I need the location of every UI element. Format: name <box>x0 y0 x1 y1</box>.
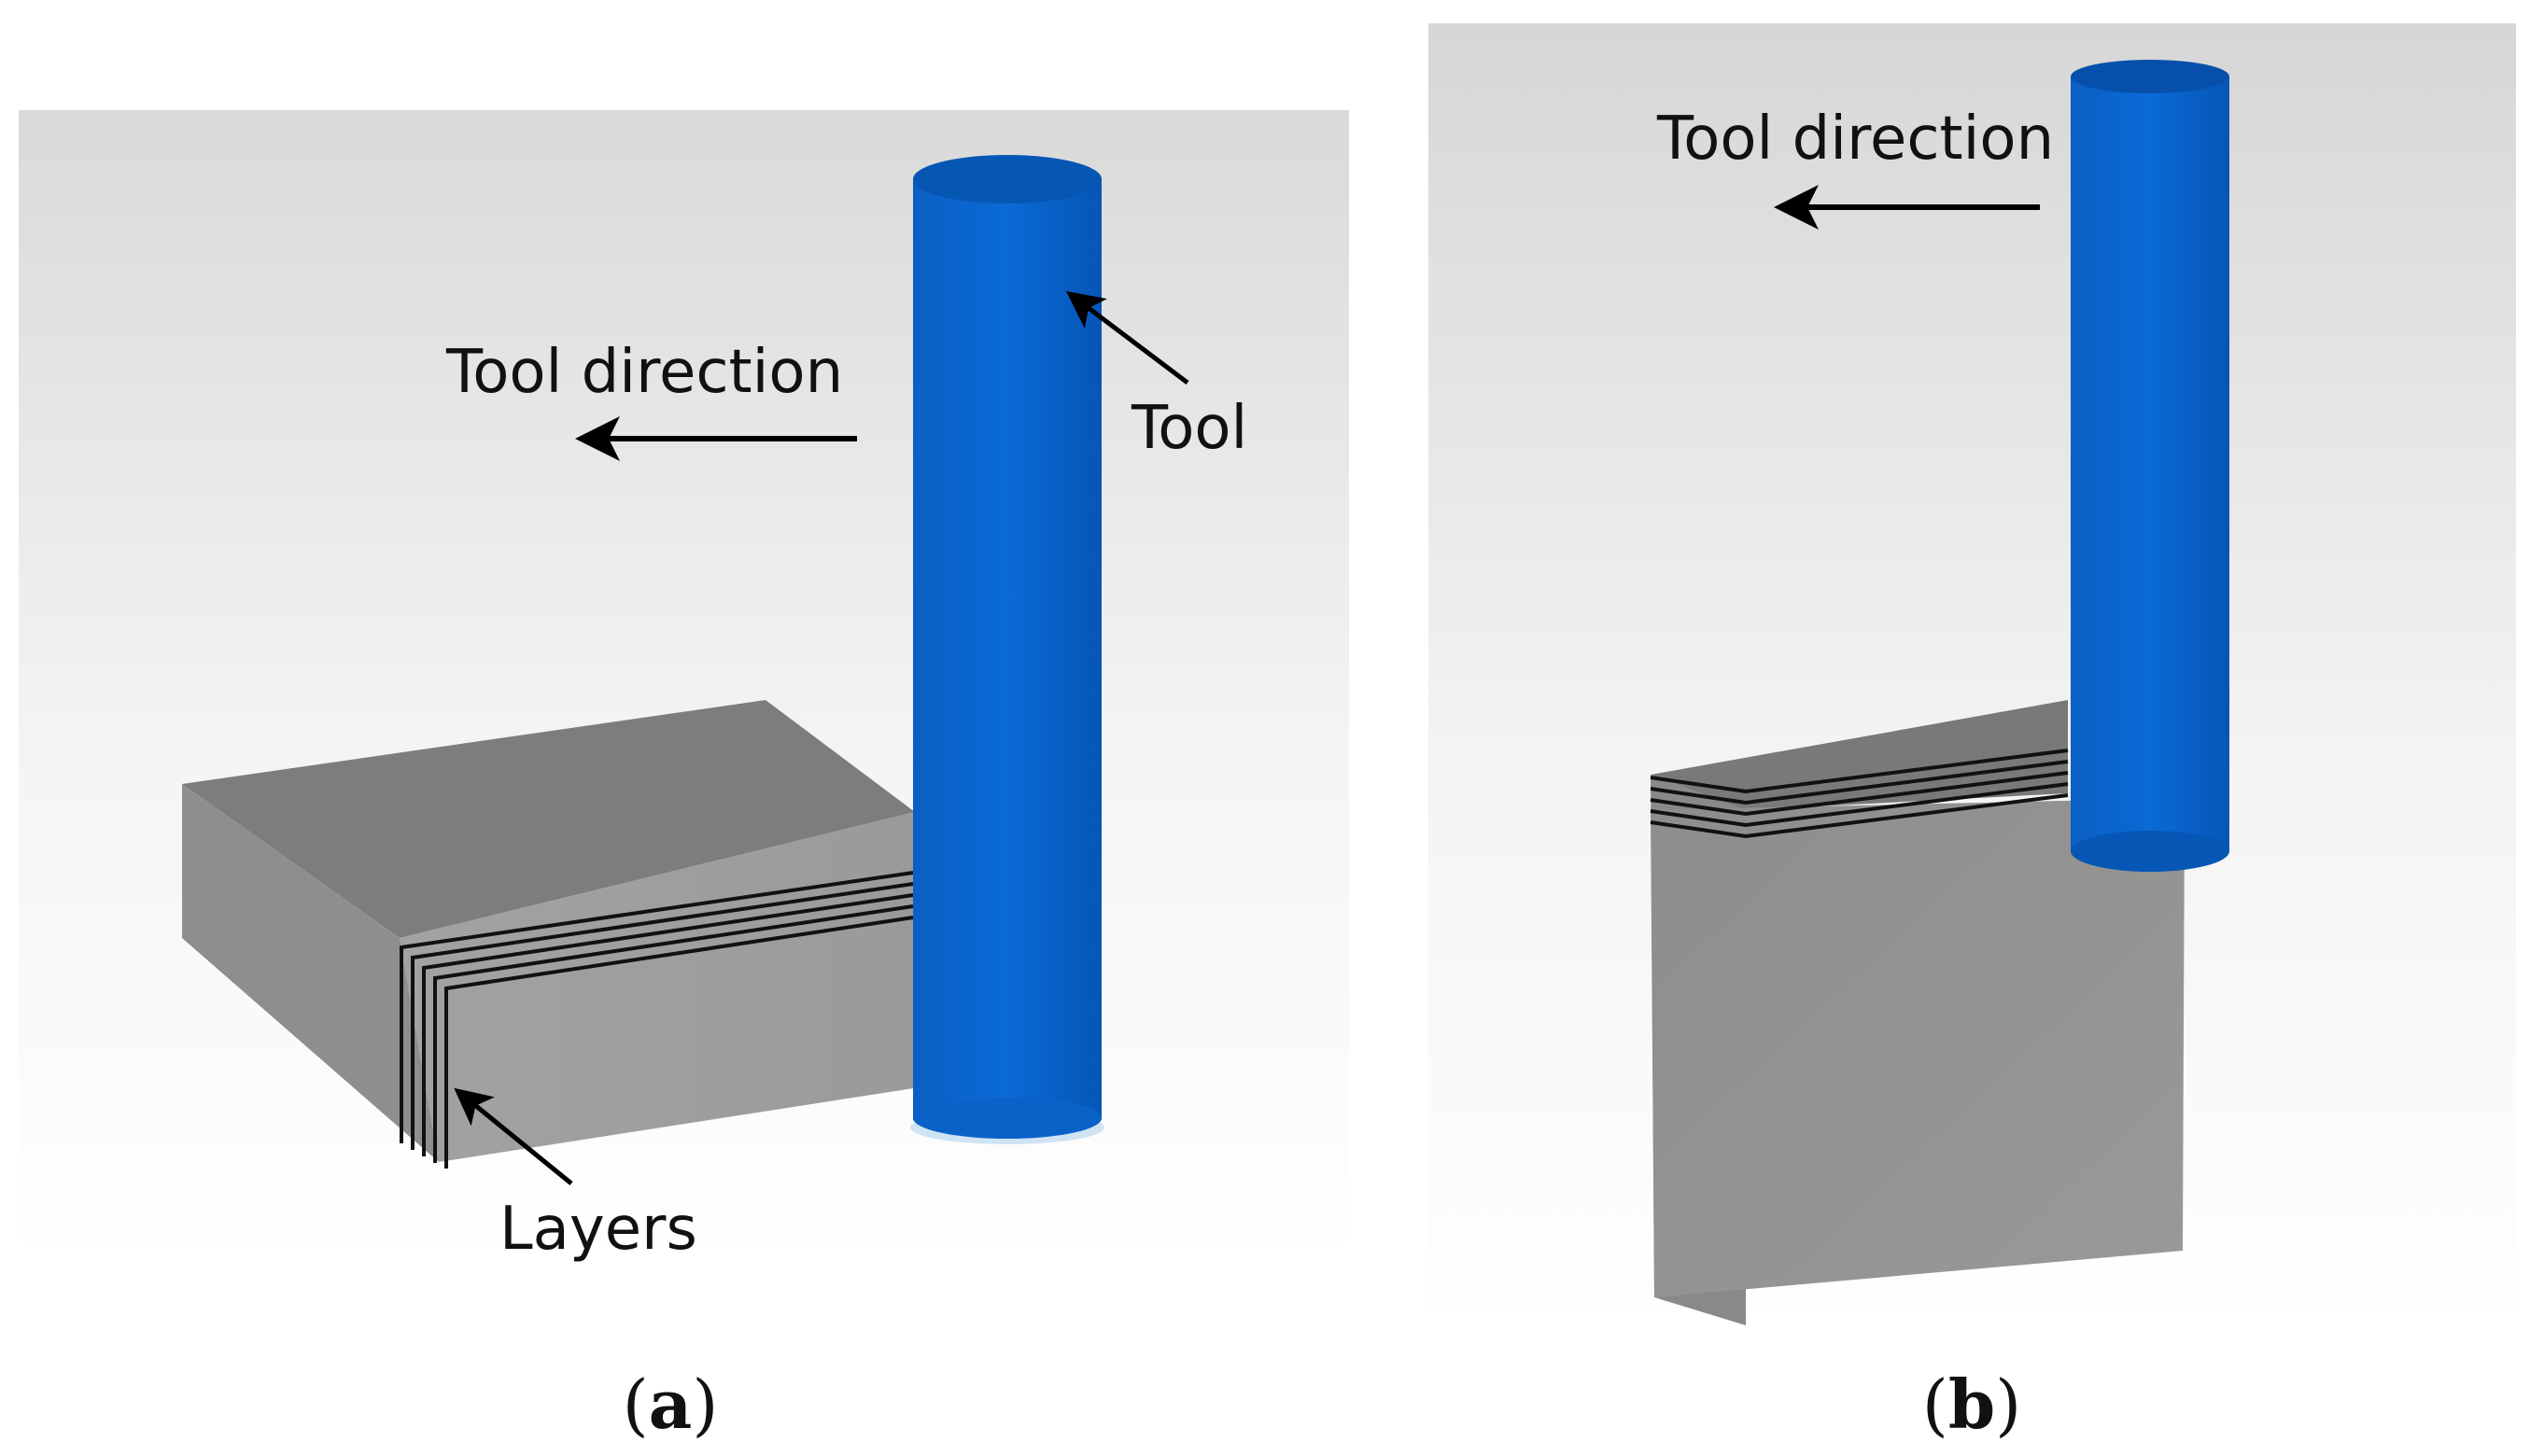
tool-label: Tool <box>1131 394 1247 463</box>
layer-line <box>411 882 914 1150</box>
layers-pointer-arrow <box>454 1087 573 1185</box>
tool-cylinder-b <box>2071 60 2229 872</box>
layer-line <box>400 871 914 1143</box>
block-left-face <box>182 784 439 1162</box>
workpiece-block-a <box>182 700 920 1162</box>
caption-a: (a) <box>623 1365 719 1444</box>
panel-a: Tool direction Tool Layers (a) <box>19 110 1349 1444</box>
tool-body <box>2071 77 2229 851</box>
tool-bottom <box>2071 831 2229 872</box>
layer-lines-b <box>1650 749 2069 839</box>
tool-body <box>913 179 1102 1120</box>
layers-label: Layers <box>499 1195 697 1264</box>
layer-line <box>1650 760 2069 805</box>
tool-direction-label-a: Tool direction <box>445 338 843 407</box>
tool-bottom <box>913 1098 1102 1139</box>
tool-direction-label-b: Tool direction <box>1656 105 2054 174</box>
layer-line <box>1650 782 2069 828</box>
layer-line <box>422 893 914 1156</box>
caption-b: (b) <box>1922 1365 2022 1444</box>
layer-lines-a <box>400 871 914 1169</box>
layer-line <box>1650 749 2069 794</box>
tool-top <box>913 155 1102 203</box>
layer-line <box>444 916 914 1169</box>
tool-top <box>2071 60 2229 93</box>
layer-line <box>1650 771 2069 817</box>
workpiece-block-b <box>1651 700 2185 1325</box>
block-top-face <box>182 700 915 938</box>
block-front-face <box>1651 798 2185 1297</box>
tool-pointer-arrow <box>1066 290 1189 385</box>
layer-line <box>433 904 914 1163</box>
layer-line <box>1650 793 2069 839</box>
block-front-face <box>400 812 920 1162</box>
tool-cylinder-a <box>910 155 1104 1144</box>
block-top-face <box>1651 700 2068 810</box>
panel-b: Tool direction (b) <box>1428 23 2516 1444</box>
